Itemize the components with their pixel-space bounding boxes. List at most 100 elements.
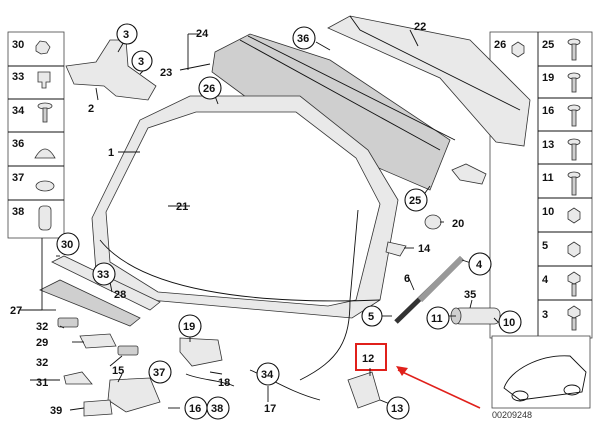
callout-4: 4	[476, 259, 483, 271]
callout-28: 28	[114, 289, 126, 301]
bracket-13	[347, 371, 381, 409]
callout-36: 36	[297, 33, 309, 45]
callout-26: 26	[203, 83, 215, 95]
bolt-4	[567, 271, 581, 297]
lock-cylinder-35	[450, 307, 501, 325]
cap-36	[34, 148, 56, 159]
callout-32b: 32	[36, 357, 48, 369]
clip-30	[35, 40, 51, 55]
callout-30: 30	[61, 239, 73, 251]
callout-3b: 3	[138, 56, 144, 68]
cable-18	[185, 373, 235, 387]
callout-32a: 32	[36, 321, 48, 333]
gas-strut-6	[394, 255, 465, 324]
plug-38	[38, 205, 52, 231]
car-thumbnail	[491, 335, 591, 409]
callout-15: 15	[112, 365, 124, 377]
callout-27: 27	[10, 305, 22, 317]
screw-34	[37, 102, 53, 123]
right-col-label-1: 25	[542, 39, 554, 51]
callout-21: 21	[176, 201, 188, 213]
washer-37	[35, 180, 55, 192]
highlight-box-12	[355, 343, 387, 371]
highlight-arrowhead	[396, 366, 408, 376]
bolt-19	[567, 72, 581, 93]
hinge-2	[65, 39, 157, 101]
pad-14	[385, 241, 407, 257]
spoiler-22	[327, 15, 531, 147]
bolt-3	[567, 305, 581, 331]
right-col-label-9: 3	[542, 309, 548, 321]
right-col-label-4: 13	[542, 139, 554, 151]
callout-34: 34	[261, 369, 274, 381]
left-col-label-5: 37	[12, 172, 24, 184]
right-col-label-8: 4	[542, 274, 549, 286]
light-32b	[117, 345, 139, 356]
clip-bracket	[451, 163, 487, 185]
callout-12: 12	[362, 353, 374, 365]
left-col-label-3: 34	[12, 105, 25, 117]
callout-13: 13	[391, 403, 403, 415]
nut-26	[511, 41, 525, 58]
trim-panel-23	[211, 33, 451, 191]
callout-33: 33	[97, 269, 109, 281]
callout-31: 31	[36, 377, 48, 389]
left-fasteners-column: 30 33 34 36 37 38	[7, 31, 65, 239]
callout-3a: 3	[123, 29, 129, 41]
cable-17	[249, 369, 321, 401]
left-col-label-4: 36	[12, 138, 24, 150]
callout-20: 20	[452, 218, 464, 230]
left-col-label-1: 30	[12, 39, 24, 51]
nut-10	[567, 207, 581, 224]
diagram-ref-number: 00209248	[492, 410, 532, 420]
right-col-label-2: 19	[542, 72, 554, 84]
handle-strip-28	[39, 279, 141, 327]
latch-19	[179, 337, 223, 367]
callout-18: 18	[218, 377, 230, 389]
callout-5: 5	[368, 311, 374, 323]
cap-20	[424, 214, 442, 230]
clip-33	[37, 71, 51, 89]
left-col-label-2: 33	[12, 71, 24, 83]
callout-37: 37	[153, 367, 165, 379]
bolt-11	[567, 171, 581, 196]
callout-22: 22	[414, 21, 426, 33]
right-col-extra-label: 26	[494, 39, 506, 51]
callout-2: 2	[88, 103, 94, 115]
right-col-label-7: 5	[542, 240, 548, 252]
callout-1: 1	[108, 147, 114, 159]
seal-strip-24	[247, 35, 456, 141]
callout-29: 29	[36, 337, 48, 349]
callout-39: 39	[50, 405, 62, 417]
callout-24: 24	[196, 28, 209, 40]
callout-14: 14	[418, 243, 431, 255]
handle-29	[79, 333, 117, 349]
bolt-13	[567, 138, 581, 161]
right-col-label-5: 11	[542, 172, 554, 184]
bolt-25	[567, 38, 581, 61]
callout-11: 11	[431, 313, 443, 325]
rod-31	[63, 371, 93, 385]
callout-19: 19	[183, 321, 195, 333]
callout-38: 38	[211, 403, 223, 415]
highlight-arrow	[397, 369, 481, 409]
right-col-label-6: 10	[542, 206, 554, 218]
bolt-16	[567, 104, 581, 127]
callout-23: 23	[160, 67, 172, 79]
nut-5	[567, 241, 581, 258]
callout-17: 17	[264, 403, 276, 415]
left-col-label-6: 38	[12, 206, 24, 218]
tailgate-1	[91, 95, 399, 319]
lock-15	[107, 377, 161, 413]
callout-35: 35	[464, 289, 476, 301]
badge-39	[83, 399, 113, 417]
callout-25: 25	[409, 195, 421, 207]
callouts: 3 3 2 1 21 23 24 36 22 26 25 20 14 4 6 3…	[10, 21, 522, 420]
callout-6: 6	[404, 273, 410, 285]
seal-12	[299, 209, 359, 381]
callout-10: 10	[503, 317, 515, 329]
right-col-label-3: 16	[542, 105, 554, 117]
light-32a	[57, 317, 79, 328]
callout-16: 16	[189, 403, 201, 415]
